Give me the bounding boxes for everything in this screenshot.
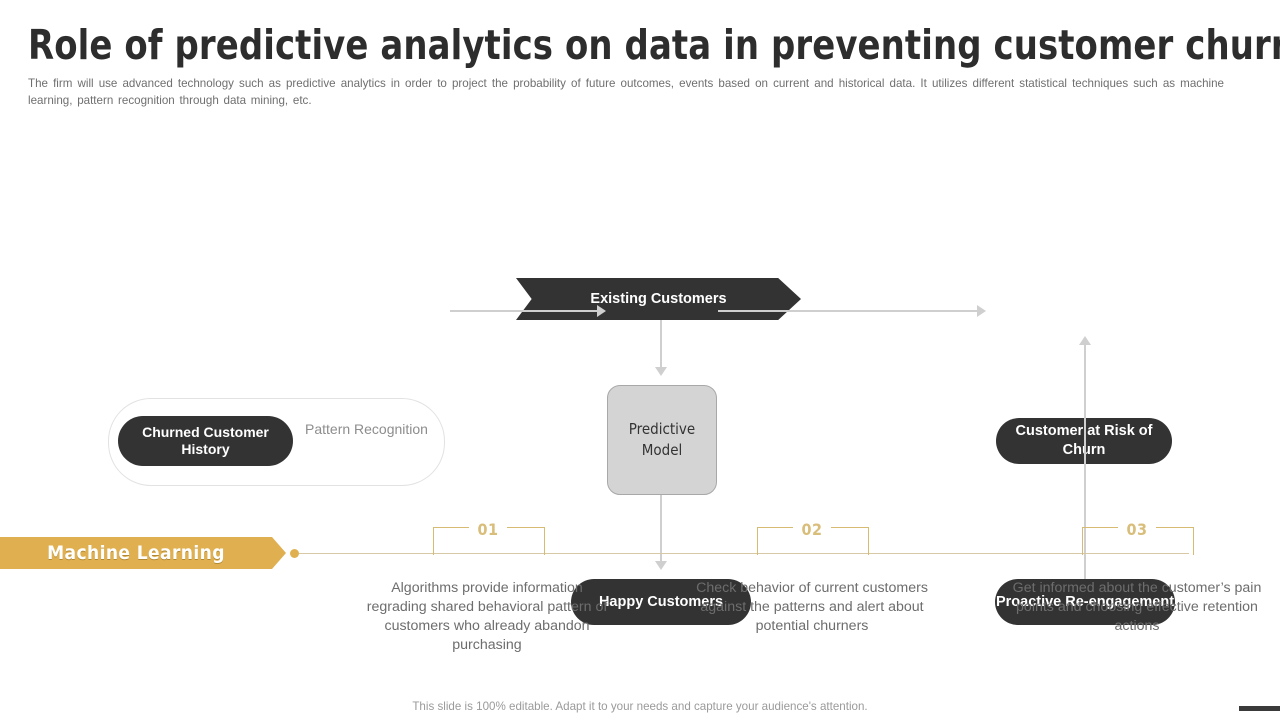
timeline-marker-03[interactable]: 03 — [1082, 515, 1194, 573]
happy-customers-pill[interactable]: Happy Customers — [571, 579, 751, 625]
timeline-start-dot-icon — [290, 549, 299, 558]
pattern-recognition-label: Pattern Recognition — [305, 421, 428, 437]
timeline-axis-line — [299, 553, 1189, 555]
predictive-model-box[interactable]: Predictive Model — [607, 385, 717, 495]
page-title: Role of predictive analytics on data in … — [28, 21, 1280, 69]
timeline-marker-02[interactable]: 02 — [757, 515, 869, 573]
connector-model-to-risk — [718, 310, 978, 312]
existing-customers-banner[interactable]: Existing Customers — [516, 278, 801, 320]
timeline-description-03: Get informed about the customer’s pain p… — [1012, 580, 1262, 634]
connector-proactive-to-risk — [1084, 345, 1086, 579]
proactive-reengagement-pill[interactable]: Proactive Re-engagement — [995, 579, 1175, 625]
timeline-description-02: Check behavior of current customers agai… — [696, 580, 928, 634]
connector-history-to-model — [450, 310, 598, 312]
page-subtitle: The firm will use advanced technology su… — [28, 77, 1224, 107]
timeline-marker-01[interactable]: 01 — [433, 515, 545, 573]
connector-banner-to-model — [660, 320, 662, 368]
arrowhead-model-to-risk — [977, 305, 986, 317]
timeline-description-01: Algorithms provide information regrading… — [366, 580, 608, 653]
arrowhead-model-to-happy — [655, 561, 667, 570]
churned-customer-history-pill[interactable]: Churned Customer History — [118, 416, 293, 466]
arrowhead-history-to-model — [597, 305, 606, 317]
marker-number-03: 03 — [1118, 515, 1156, 543]
arrowhead-banner-to-model — [655, 367, 667, 376]
editable-note: This slide is 100% editable. Adapt it to… — [412, 700, 868, 713]
machine-learning-timeline: Machine Learning 01 Algorithms provide i… — [0, 515, 1280, 685]
churned-history-card[interactable]: Churned Customer History Pattern Recogni… — [108, 398, 445, 486]
flow-diagram: Existing Customers Churned Customer Hist… — [0, 130, 1280, 625]
arrowhead-proactive-to-risk — [1079, 336, 1091, 345]
machine-learning-band[interactable]: Machine Learning — [0, 537, 272, 569]
marker-number-02: 02 — [793, 515, 831, 543]
band-arrow-tip-icon — [272, 537, 286, 569]
corner-accent-bar — [1239, 706, 1280, 711]
connector-model-to-happy — [660, 495, 662, 562]
machine-learning-label: Machine Learning — [47, 542, 225, 564]
marker-number-01: 01 — [469, 515, 507, 543]
